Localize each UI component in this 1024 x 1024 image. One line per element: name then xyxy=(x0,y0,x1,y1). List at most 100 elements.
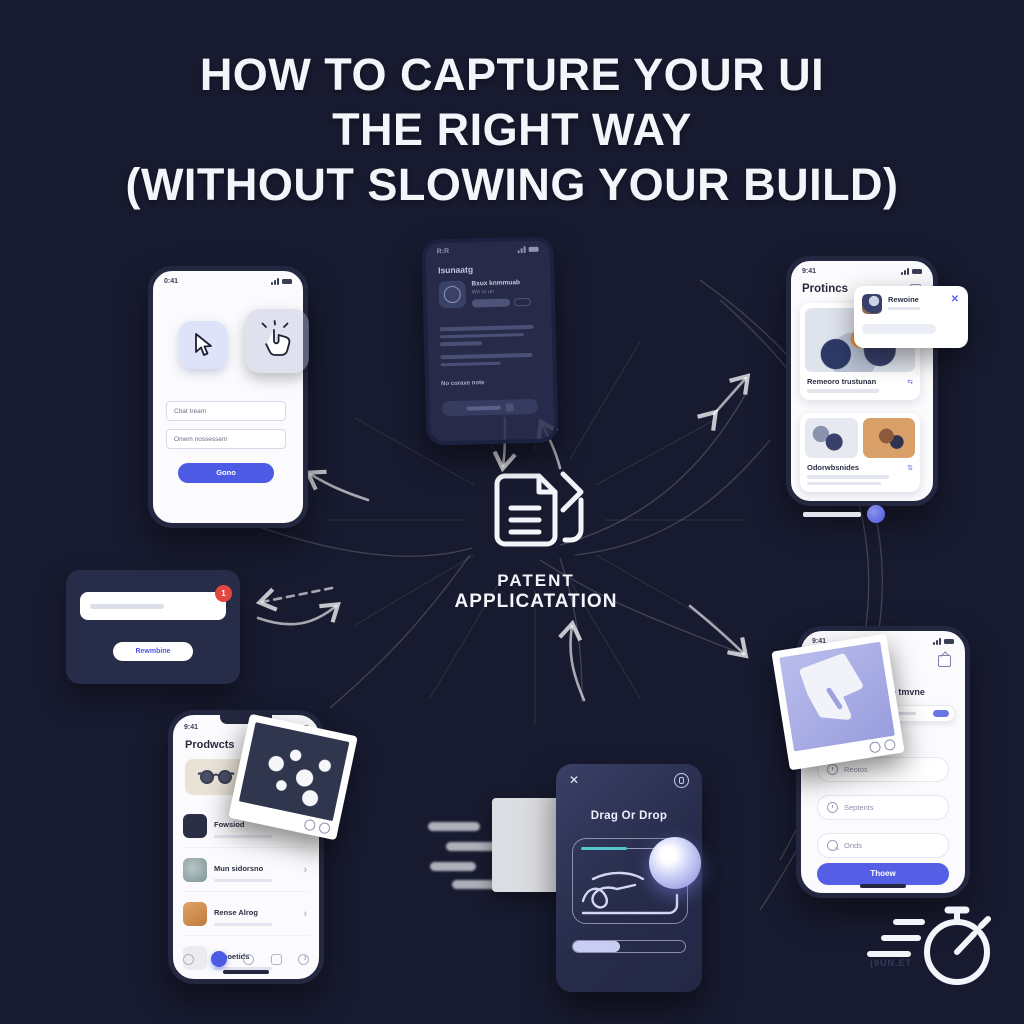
upload-title: Drag Or Drop xyxy=(590,810,668,822)
popup-title: Rewoine xyxy=(888,295,919,304)
septents-field[interactable]: Septents xyxy=(817,795,949,820)
stopwatch-caption: (9UN.ET xyxy=(870,958,913,968)
close-icon[interactable]: ✕ xyxy=(950,294,959,305)
item-title: Rense Alrog xyxy=(214,908,258,917)
target-icon[interactable] xyxy=(318,821,332,835)
shuffle-icon[interactable]: ⇆ xyxy=(907,378,913,386)
glow-blob xyxy=(649,837,701,889)
tab-profile-icon[interactable] xyxy=(298,953,309,965)
page-title: HOW TO CAPTURE YOUR UI THE RIGHT WAY (WI… xyxy=(0,48,1024,213)
search-field[interactable]: Onds xyxy=(817,833,949,858)
status-time: 9:41 xyxy=(802,268,817,275)
item-title: Fowsiod xyxy=(214,820,245,829)
app-action-button[interactable] xyxy=(441,398,538,417)
tap-hand-icon xyxy=(261,320,291,356)
more-button[interactable] xyxy=(513,297,532,307)
status-icons xyxy=(271,278,292,285)
share-popup: Rewoine ✕ xyxy=(854,286,968,348)
target-icon[interactable] xyxy=(883,738,897,752)
status-bar: 0:41 xyxy=(164,278,292,285)
cursor-arrow-icon xyxy=(195,333,212,356)
popup-input-pill[interactable] xyxy=(862,324,936,334)
bottom-row xyxy=(803,505,885,523)
signal-icon xyxy=(517,246,526,254)
speed-line xyxy=(452,880,516,889)
status-time: 9:41 xyxy=(812,638,827,645)
polaroid-controls xyxy=(303,818,332,835)
signal-icon xyxy=(933,638,941,645)
list-item[interactable]: Rense Alrog › xyxy=(183,893,309,936)
list-item[interactable]: Feooetids › xyxy=(183,937,309,979)
item-subtitle-line xyxy=(214,923,272,926)
status-bar: 9:41 xyxy=(802,268,922,275)
status-time: 0:41 xyxy=(164,278,179,285)
catalog-card-2[interactable]: Odorwbsnides ⇅ xyxy=(800,413,920,492)
status-time: R:R xyxy=(436,248,450,256)
battery-icon xyxy=(944,639,954,644)
app-icon xyxy=(438,280,467,309)
list-item[interactable]: Fowsiod xyxy=(183,805,309,848)
notification-input[interactable]: 1 xyxy=(80,585,232,620)
battery-icon xyxy=(282,279,292,284)
title-line-2: THE RIGHT WAY xyxy=(332,103,692,155)
status-icons xyxy=(901,268,922,275)
status-time: 9:41 xyxy=(184,724,199,731)
form-submit-button[interactable]: Thoew xyxy=(817,863,949,885)
form-subtitle: Wrsce tmvne xyxy=(869,687,925,697)
abstract-splatter-image xyxy=(238,722,350,822)
app-name: Bxux knmmuab xyxy=(471,279,520,288)
product-image xyxy=(862,418,915,458)
app-note: No coraxe note xyxy=(441,380,485,388)
item-thumbnail xyxy=(183,858,207,882)
home-indicator xyxy=(223,970,269,974)
shield-icon[interactable] xyxy=(674,773,689,788)
list-item[interactable]: Mun sidorsno › xyxy=(183,849,309,892)
signal-icon xyxy=(271,278,279,285)
get-button[interactable] xyxy=(471,298,511,308)
title-line-3: (WITHOUT SLOWING YOUR BUILD) xyxy=(125,158,899,210)
cursor-tile xyxy=(179,321,227,369)
description-paragraph-1 xyxy=(439,324,539,350)
reotos-field[interactable]: Reotos xyxy=(817,757,949,782)
tab-compose-icon[interactable] xyxy=(270,953,282,965)
polaroid-photo-dark xyxy=(228,713,358,841)
tap-tile xyxy=(245,309,309,373)
catalog-header: Protincs xyxy=(802,283,849,295)
battery-icon xyxy=(912,269,922,274)
item-thumbnail xyxy=(183,902,207,926)
login-phone-mockup: 0:41 Chat tream Onwm nossessem Gono xyxy=(148,266,309,528)
status-icons xyxy=(517,246,539,254)
center-label-patent: PATENT xyxy=(497,571,575,590)
speed-line xyxy=(428,822,480,831)
chevron-right-icon: › xyxy=(303,908,307,920)
phone-notch xyxy=(220,715,272,724)
close-icon[interactable]: ✕ xyxy=(569,773,580,787)
tab-bar xyxy=(183,951,309,967)
share-alt-icon[interactable]: ⇅ xyxy=(907,464,913,472)
tab-clock-icon[interactable] xyxy=(243,953,254,965)
upload-progress-fill xyxy=(573,941,621,952)
avatar[interactable] xyxy=(867,505,885,523)
chevron-right-icon: › xyxy=(303,864,307,876)
username-field[interactable]: Chat tream xyxy=(166,401,286,421)
password-field[interactable]: Onwm nossessem xyxy=(166,429,286,449)
tab-browse-icon-active[interactable] xyxy=(210,951,227,967)
card-subtitle-line xyxy=(807,475,889,479)
circle-icon[interactable] xyxy=(868,740,882,754)
clock-icon xyxy=(827,802,838,813)
product-image xyxy=(805,418,858,458)
rewmbine-button[interactable]: Rewmbine xyxy=(113,642,193,661)
circle-icon[interactable] xyxy=(303,818,317,832)
field-placeholder: Onds xyxy=(844,841,862,850)
login-submit-button[interactable]: Gono xyxy=(178,463,274,483)
drop-zone[interactable] xyxy=(572,837,701,924)
signal-icon xyxy=(901,268,909,275)
stopwatch-icon xyxy=(867,906,991,985)
speed-line xyxy=(446,842,518,851)
app-detail-phone-mockup: R:R Isunaatg Bxux knmmuab Wn ur un xyxy=(421,236,559,446)
share-icon[interactable] xyxy=(938,651,951,667)
battery-icon xyxy=(528,246,539,252)
item-title: Feooetids xyxy=(214,952,250,961)
tab-home-icon[interactable] xyxy=(183,953,194,965)
